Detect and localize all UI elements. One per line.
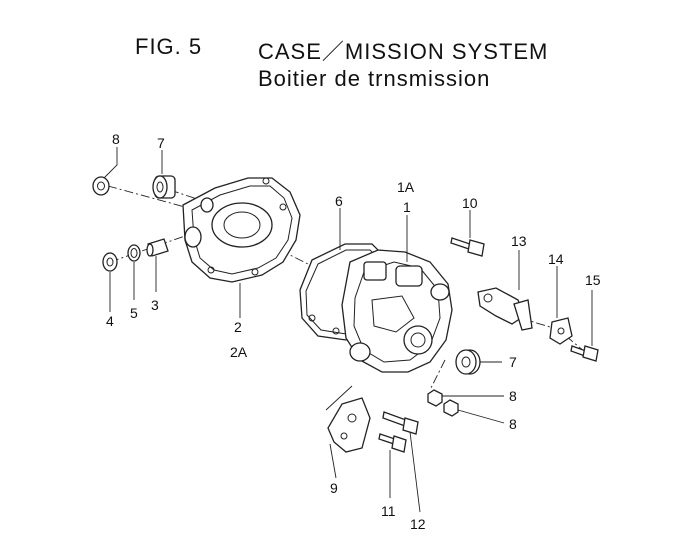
dowel-pin-part (146, 238, 169, 257)
plate-part (549, 317, 573, 345)
callout-3: 3 (151, 297, 159, 313)
mount-bracket-part (327, 397, 371, 453)
callout-8-low: 8 (509, 416, 517, 432)
bracket-part (477, 287, 533, 331)
callout-2a: 2A (230, 344, 248, 360)
washer-part (92, 176, 110, 196)
figure-title-english: CASE／MISSION SYSTEM (258, 39, 549, 64)
callout-1a: 1A (397, 179, 415, 195)
oil-seal-part (102, 252, 118, 272)
nut-part-low (443, 399, 459, 417)
callout-6: 6 (335, 193, 343, 209)
figure-title-french: Boitier de trnsmission (258, 66, 491, 91)
o-ring-part (127, 244, 141, 262)
long-bolt-part (382, 411, 419, 435)
callout-2: 2 (234, 319, 242, 335)
bearing-part-right (455, 349, 481, 375)
callout-13: 13 (511, 233, 527, 249)
callout-7-top: 7 (157, 135, 165, 151)
callout-12: 12 (410, 516, 426, 532)
bearing-part (152, 175, 176, 199)
callout-1: 1 (403, 199, 411, 215)
transmission-case (341, 249, 453, 373)
short-bolt-part (378, 433, 407, 453)
nut-part (427, 389, 443, 407)
callout-5: 5 (130, 305, 138, 321)
bolt-part (450, 237, 485, 257)
callout-15: 15 (585, 272, 601, 288)
callout-10: 10 (462, 195, 478, 211)
callout-4: 4 (106, 313, 114, 329)
callout-9: 9 (330, 480, 338, 496)
figure-number: FIG. 5 (135, 34, 203, 59)
callout-7-right: 7 (509, 354, 517, 370)
callout-14: 14 (548, 251, 564, 267)
bolt-part-15 (570, 345, 599, 362)
callout-11: 11 (381, 503, 396, 519)
callout-8-top: 8 (112, 131, 120, 147)
transmission-case-half (182, 177, 301, 283)
callout-8-mid: 8 (509, 388, 517, 404)
